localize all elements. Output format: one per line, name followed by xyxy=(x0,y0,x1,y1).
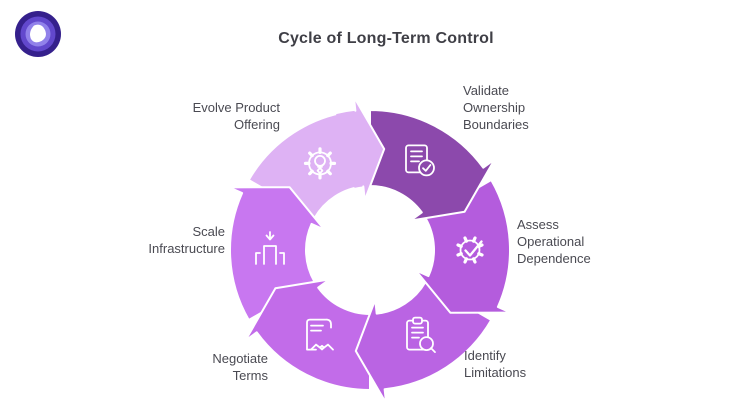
document-check-icon xyxy=(405,144,435,177)
page-title: Cycle of Long-Term Control xyxy=(278,30,494,47)
brand-logo xyxy=(15,11,61,57)
cycle-segment-head-outline xyxy=(352,95,386,202)
step-label-assess-operational-dependence: Assess Operational Dependence xyxy=(517,217,591,266)
scale-infrastructure-icon xyxy=(255,231,285,265)
step-label-validate-ownership-boundaries: Validate Ownership Boundaries xyxy=(463,83,529,132)
gear-check-icon xyxy=(456,236,484,264)
step-label-evolve-product-offering: Evolve Product Offering xyxy=(192,100,280,132)
logo-core-shape xyxy=(30,24,46,43)
cycle-segment-head-evolve-product-offering xyxy=(336,96,385,201)
clipboard-search-icon xyxy=(406,316,436,354)
step-label-scale-infrastructure: Scale Infrastructure xyxy=(148,224,225,256)
contract-handshake-icon xyxy=(306,318,334,351)
step-label-identify-limitations: Identify Limitations xyxy=(464,348,527,380)
gear-bulb-icon xyxy=(303,147,337,180)
step-label-negotiate-terms: Negotiate Terms xyxy=(212,351,268,383)
